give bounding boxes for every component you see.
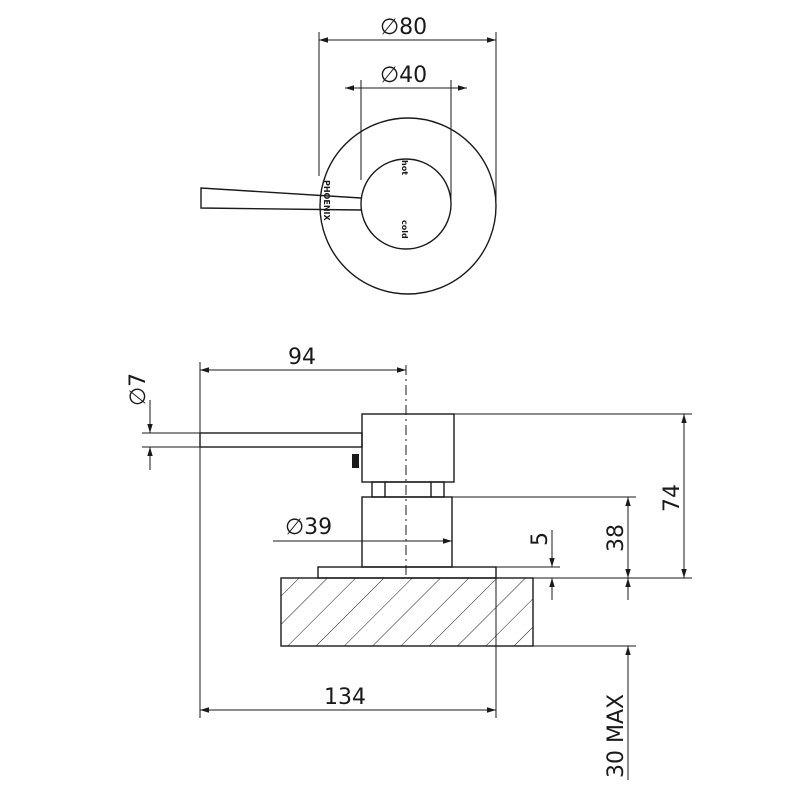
dim-5-label: 5 — [528, 532, 553, 546]
dim-30-label: 30 MAX — [604, 694, 629, 778]
dim-74-label: 74 — [660, 484, 685, 512]
lever-grub-screw — [352, 454, 359, 468]
side-view: ∅7 94 ∅39 74 38 5 30 MAX 134 — [126, 345, 692, 780]
inner-hub-circle — [360, 158, 452, 250]
top-view: hot cold PHOENIX ∅80 ∅40 — [200, 15, 497, 295]
dim-39-label: ∅39 — [285, 515, 332, 540]
cover-plate — [317, 566, 497, 579]
spindle-ring — [371, 481, 445, 498]
dim-40-label: ∅40 — [380, 63, 427, 88]
handle-hub — [361, 413, 455, 483]
outer-plate-circle — [319, 117, 497, 295]
dim-80-label: ∅80 — [380, 15, 427, 40]
side-lever — [199, 432, 363, 448]
dim-94-label: 94 — [288, 345, 316, 370]
dim-134-label: 134 — [324, 685, 366, 710]
top-lever — [200, 187, 362, 211]
hot-mark: hot — [400, 160, 409, 175]
body — [361, 496, 453, 568]
dim-7-label: ∅7 — [126, 373, 151, 406]
brand-mark: PHOENIX — [322, 180, 331, 221]
wall-section — [280, 577, 534, 647]
cold-mark: cold — [400, 220, 409, 239]
dim-38-label: 38 — [604, 524, 629, 552]
